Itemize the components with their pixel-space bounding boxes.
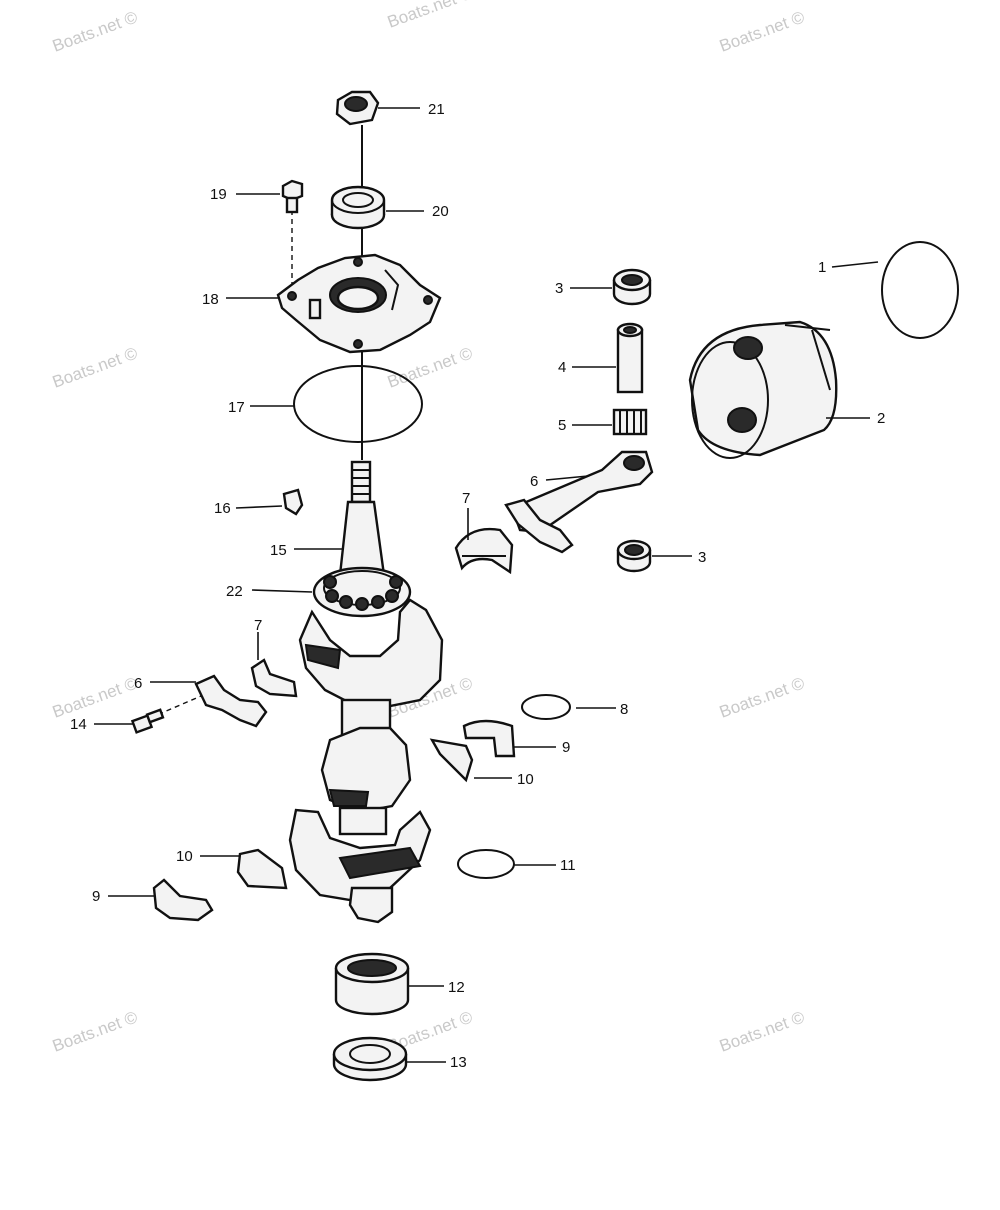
watermark: Boats.net © [717,673,808,721]
part-rod-cap [194,674,268,728]
watermark: Boats.net © [717,1007,808,1055]
callout-17: 17 [228,399,245,416]
part-bearing-race-lower [152,878,214,922]
callout-8: 8 [620,701,628,718]
part-lower-seal [332,1036,408,1082]
watermark: Boats.net © [385,0,476,32]
watermark: Boats.net © [50,1007,141,1055]
part-piston-pin-bushing-lower [616,539,652,573]
callout-9: 9 [562,739,570,756]
part-rod-cap-screw [130,708,165,734]
part-o-ring [293,365,423,443]
part-seal [330,185,386,230]
watermark: Boats.net © [50,673,141,721]
callout-16: 16 [214,500,231,517]
part-woodruff-key [282,488,304,516]
part-piston-pin [616,322,644,394]
callout-3: 3 [698,549,706,566]
watermark: Boats.net © [50,343,141,391]
callout-14: 14 [70,716,87,733]
callout-10: 10 [517,771,534,788]
part-needle-bearing [612,408,648,436]
callout-12: 12 [448,979,465,996]
part-retaining-ring-lower [457,849,515,879]
callout-20: 20 [432,203,449,220]
callout-3: 3 [555,280,563,297]
watermark: Boats.net © [717,7,808,55]
callout-22: 22 [226,583,243,600]
part-caged-roller-lower [236,848,288,890]
part-connecting-rod [504,450,654,554]
part-crankshaft [288,460,444,924]
callout-13: 13 [450,1054,467,1071]
leader-lines [94,107,879,1063]
part-caged-roller-left [250,658,298,698]
callout-21: 21 [428,101,445,118]
callout-18: 18 [202,291,219,308]
part-bearing-race-upper [462,719,516,758]
part-nut [335,90,380,126]
callout-9: 9 [92,888,100,905]
callout-4: 4 [558,359,566,376]
callout-11: 11 [560,857,576,874]
part-caged-roller-right [429,738,474,783]
part-retaining-ring-upper [521,694,571,720]
watermark: Boats.net © [385,343,476,391]
part-piston-pin-bushing-upper [612,268,652,306]
part-piston-ring [881,241,959,339]
callout-labels: 1 2 3 3 4 5 6 6 7 7 8 9 9 10 10 11 12 13… [70,101,885,1071]
watermark: Boats.net © [50,7,141,55]
callout-7: 7 [254,617,262,634]
part-caged-roller-upper [454,527,514,575]
part-bearing-housing [276,253,442,354]
callout-1: 1 [818,259,826,276]
callout-6: 6 [530,473,538,490]
callout-19: 19 [210,186,227,203]
callout-5: 5 [558,417,566,434]
callout-2: 2 [877,410,885,427]
callout-10: 10 [176,848,193,865]
callout-15: 15 [270,542,287,559]
part-bolt [281,179,304,214]
part-piston [688,320,838,459]
callout-7: 7 [462,490,470,507]
part-roller-bearing [334,952,410,1016]
callout-6: 6 [134,675,142,692]
